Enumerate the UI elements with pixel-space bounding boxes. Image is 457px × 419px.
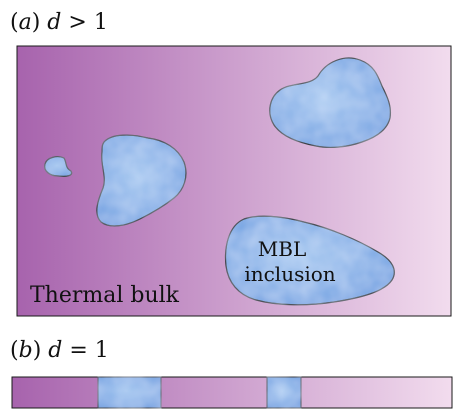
panel-b-label: (b) d = 1 [10,338,109,363]
mbl-inclusion-small [44,156,73,177]
mbl-inclusion-label-line2: inclusion [244,262,335,286]
chain-inclusion-right [266,376,302,409]
chain-bulk-region [11,376,453,409]
chain-inclusion-left [97,376,162,409]
thermal-bulk-label: Thermal bulk [30,283,180,308]
mbl-inclusion-label-line1: MBL [258,237,306,261]
mbl-inclusion-upper-right [269,57,392,148]
panel-a-label: (a) d > 1 [10,10,108,35]
mbl-inclusion-lower-right [224,215,395,306]
mbl-inclusion-left [96,134,187,227]
